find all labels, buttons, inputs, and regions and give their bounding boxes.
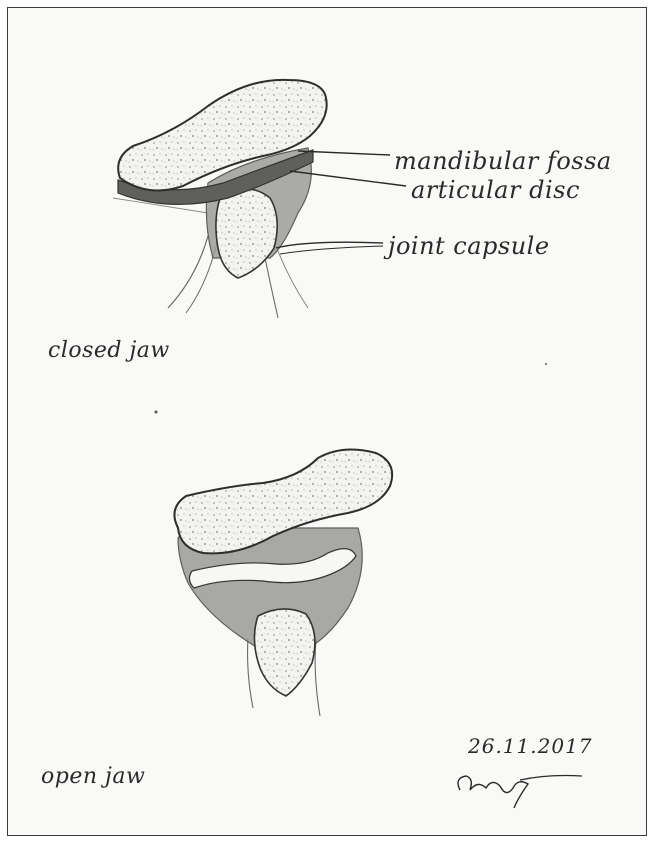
closed-jaw-figure	[113, 80, 327, 318]
caption-open-jaw: open jaw	[41, 766, 145, 788]
drawing-sheet: mandibular fossa articular disc joint ca…	[7, 7, 647, 836]
signature	[458, 776, 582, 809]
date-label: 26.11.2017	[468, 736, 593, 756]
open-jaw-figure	[174, 449, 392, 716]
label-joint-capsule: joint capsule	[388, 234, 550, 258]
ligament-strand	[248, 638, 253, 708]
mandibular-condyle-open	[254, 609, 314, 696]
mandibular-condyle	[216, 189, 277, 278]
ligament-strand	[276, 246, 308, 308]
leader-line-capsule	[280, 246, 383, 254]
label-articular-disc: articular disc	[411, 178, 580, 202]
caption-closed-jaw: closed jaw	[48, 340, 170, 362]
leader-line-capsule	[276, 242, 383, 248]
ligament-strand	[168, 236, 208, 308]
pencil-dot	[155, 411, 158, 414]
tmj-sketch	[8, 8, 647, 836]
ligament-strand	[315, 640, 320, 716]
label-mandibular-fossa: mandibular fossa	[394, 149, 612, 173]
pencil-dot	[545, 363, 547, 365]
